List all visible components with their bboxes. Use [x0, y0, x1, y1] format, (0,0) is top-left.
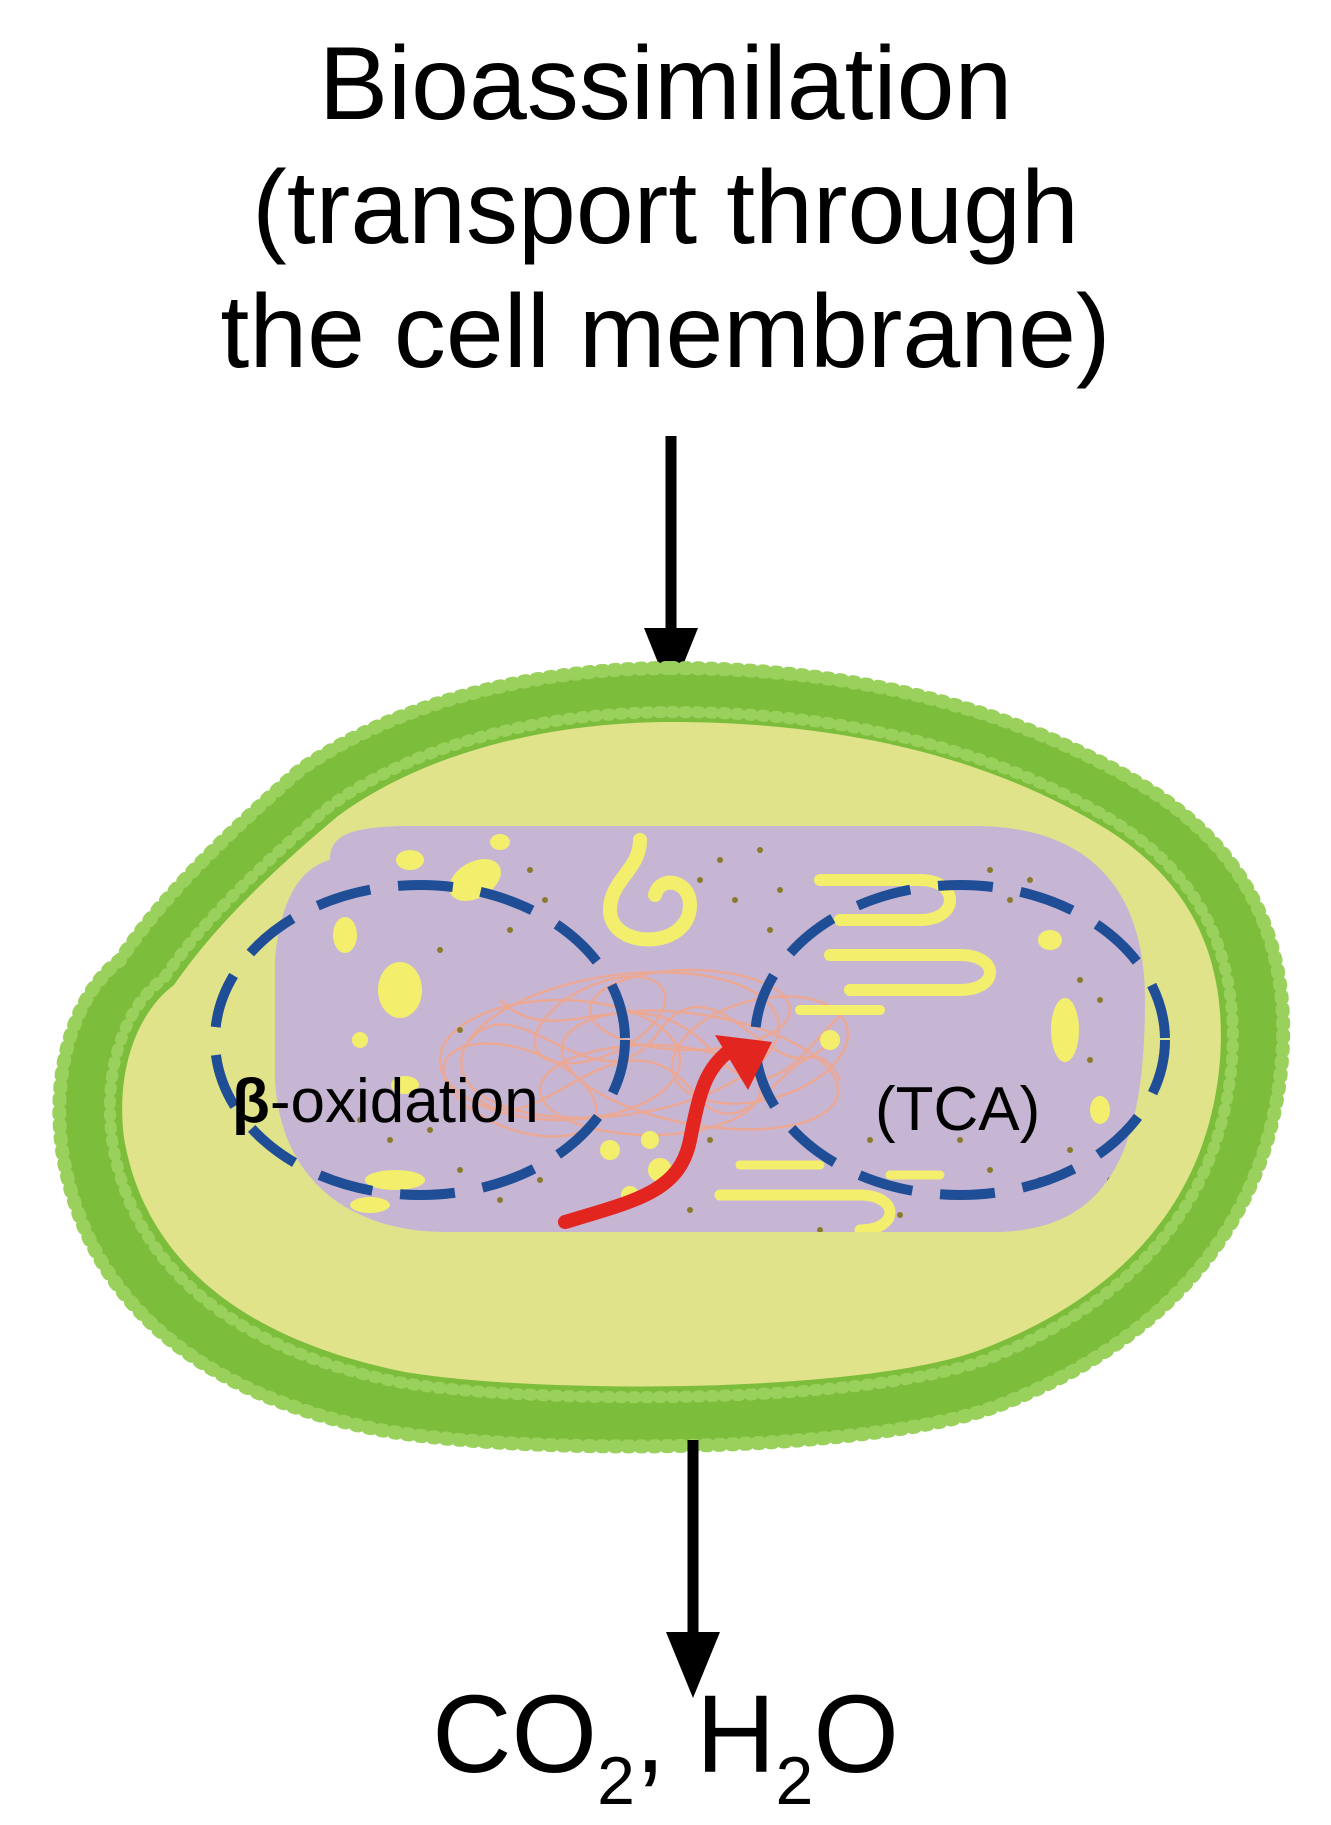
- product-co-subscript: 2: [597, 1743, 635, 1819]
- beta-oxidation-label: β-oxidation: [232, 1067, 539, 1136]
- title-line-3: the cell membrane): [220, 274, 1111, 390]
- title-line-1: Bioassimilation: [318, 26, 1013, 142]
- cell-interior: [275, 826, 1145, 1232]
- product-separator-h: , H: [634, 1673, 776, 1796]
- organelles: [333, 834, 1110, 1213]
- beta-oxidation-region: [210, 880, 630, 1200]
- product-co: CO: [432, 1673, 598, 1796]
- tca-region: [750, 880, 1170, 1200]
- pathway-arrow-shaft: [558, 1043, 737, 1229]
- beta-symbol: β: [232, 1067, 270, 1136]
- product-o: O: [813, 1673, 899, 1796]
- membrane-beads-outer: [52, 660, 1291, 1454]
- product-h-subscript: 2: [775, 1743, 814, 1819]
- beta-oxidation-text: -oxidation: [270, 1067, 539, 1136]
- end-products: CO2, H2O: [0, 1670, 1331, 1815]
- title-line-2: (transport through: [252, 150, 1079, 266]
- release-arrow-head: [666, 1632, 720, 1698]
- membrane-beads-inner: [103, 705, 1239, 1404]
- tca-label: (TCA): [875, 1075, 1040, 1144]
- diagram-title: Bioassimilation (transport through the c…: [0, 22, 1331, 394]
- pathway-arrow-head: [715, 1035, 772, 1090]
- endomembrane-squiggles: [602, 833, 996, 1232]
